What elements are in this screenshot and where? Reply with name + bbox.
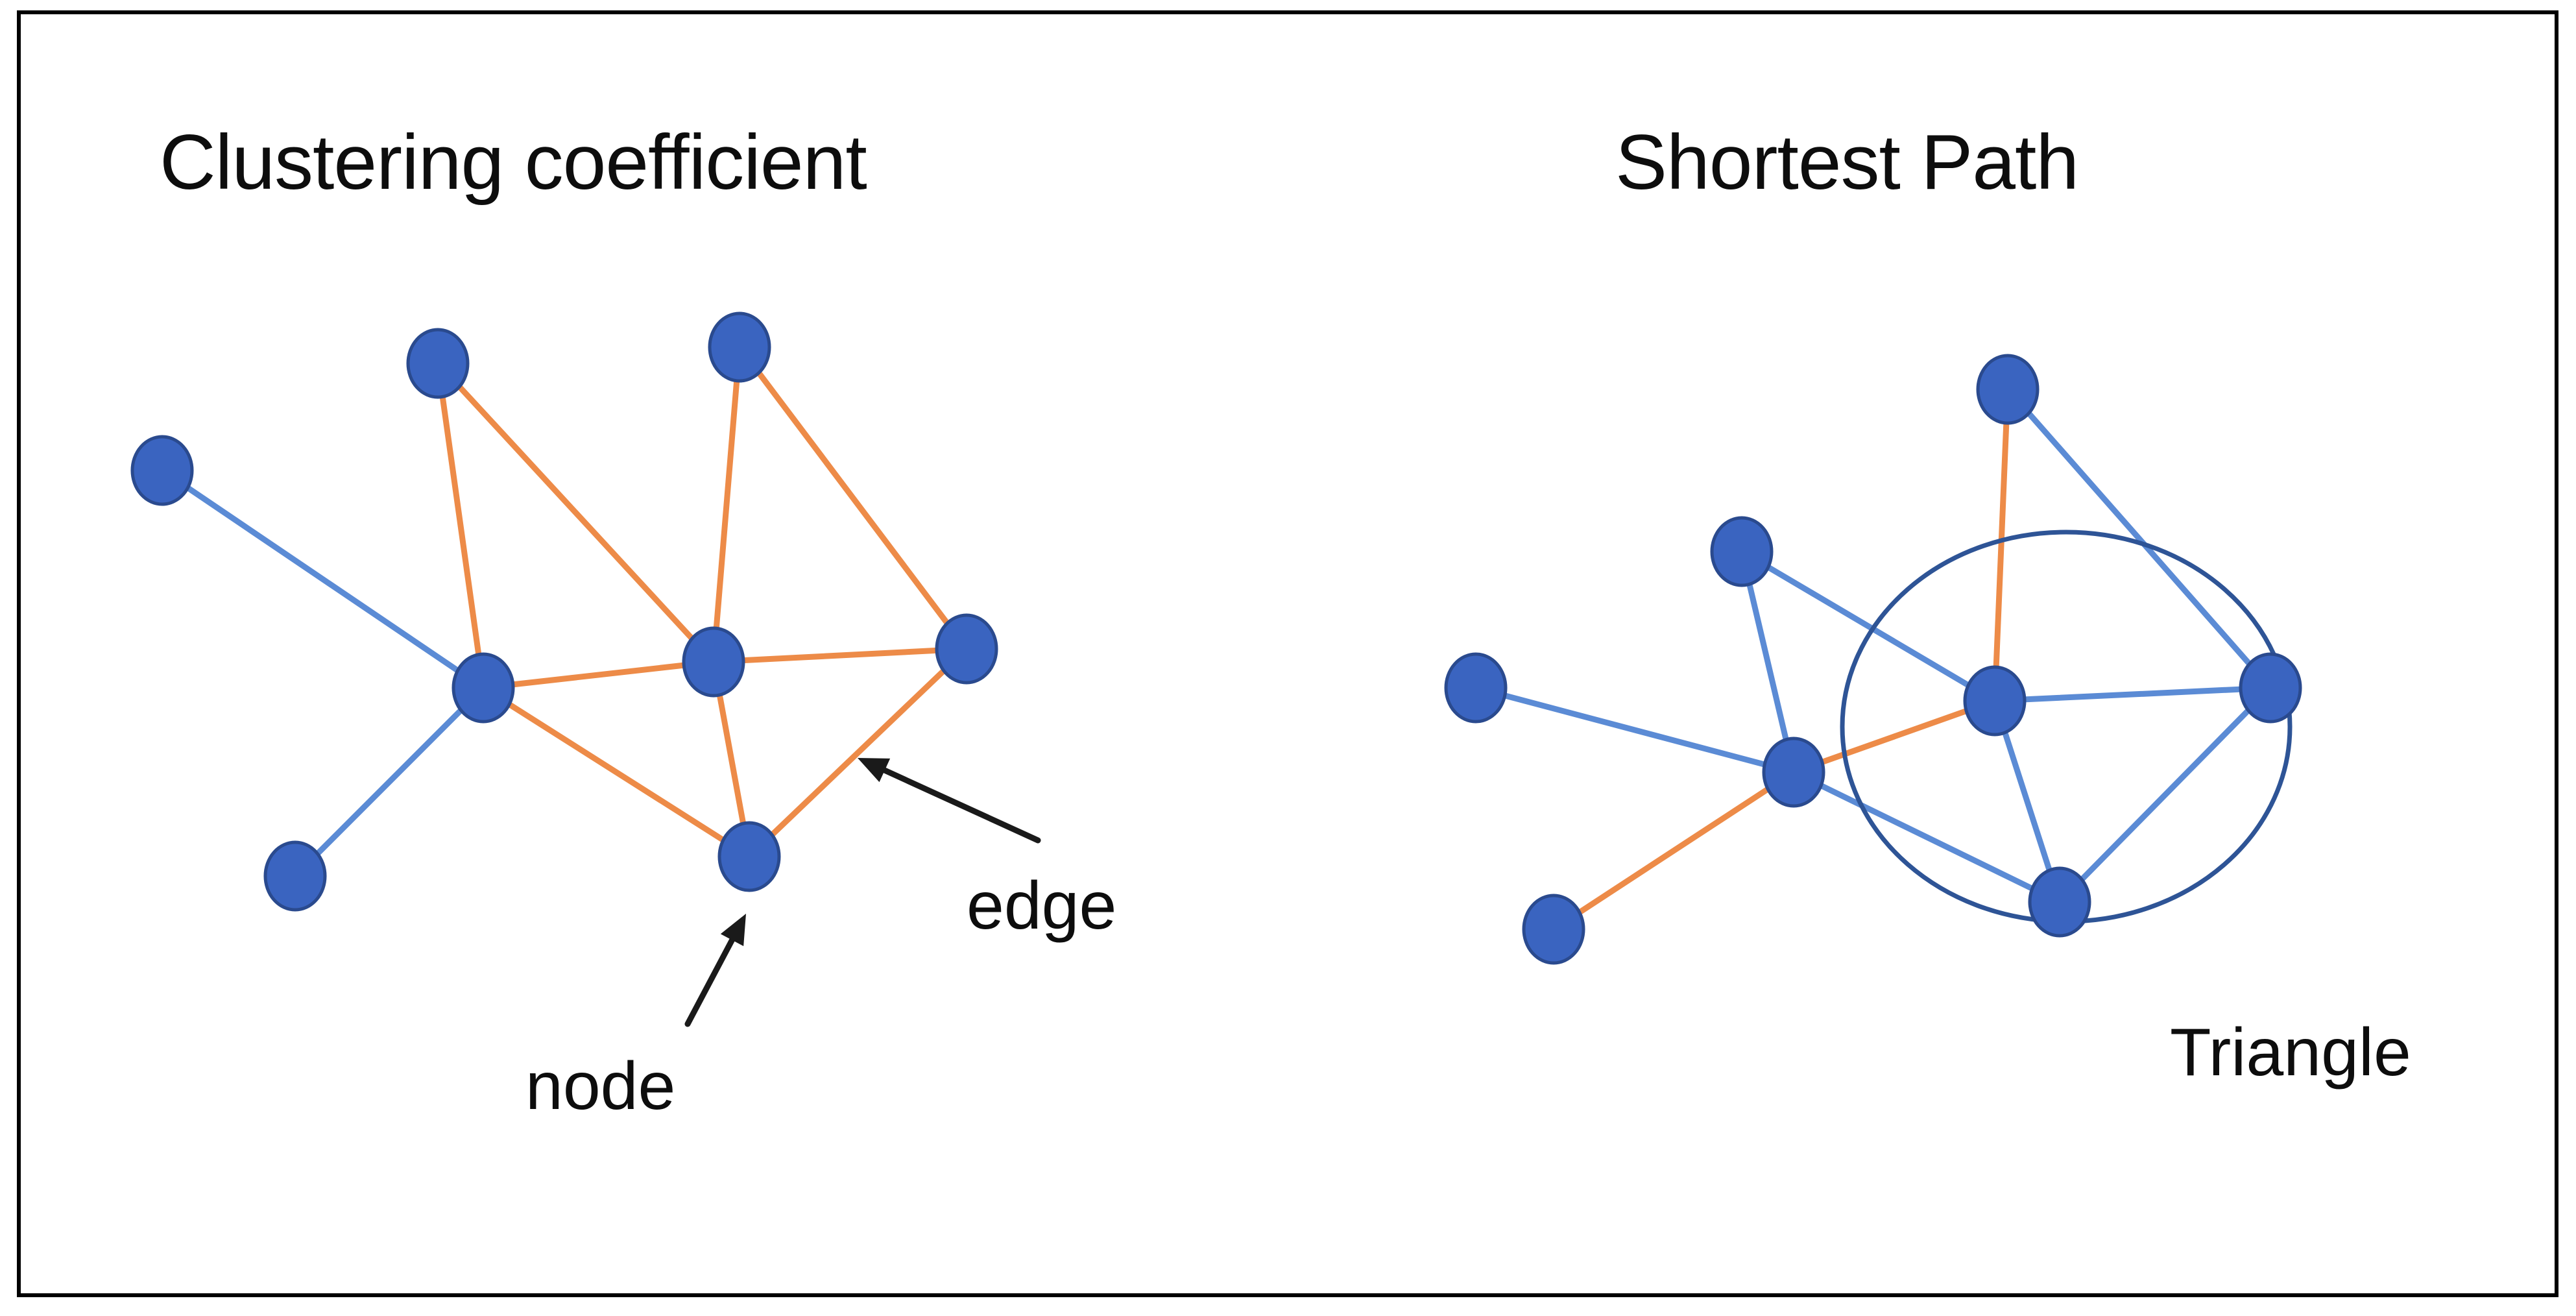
annotation-label-edge: edge	[967, 868, 1117, 944]
panel-title-shortest-path: Shortest Path	[1615, 119, 2079, 206]
annotation-label-triangle: Triangle	[2170, 1015, 2411, 1090]
annotation-label-node: node	[525, 1049, 676, 1124]
panel-title-clustering-coefficient: Clustering coefficient	[160, 119, 867, 206]
